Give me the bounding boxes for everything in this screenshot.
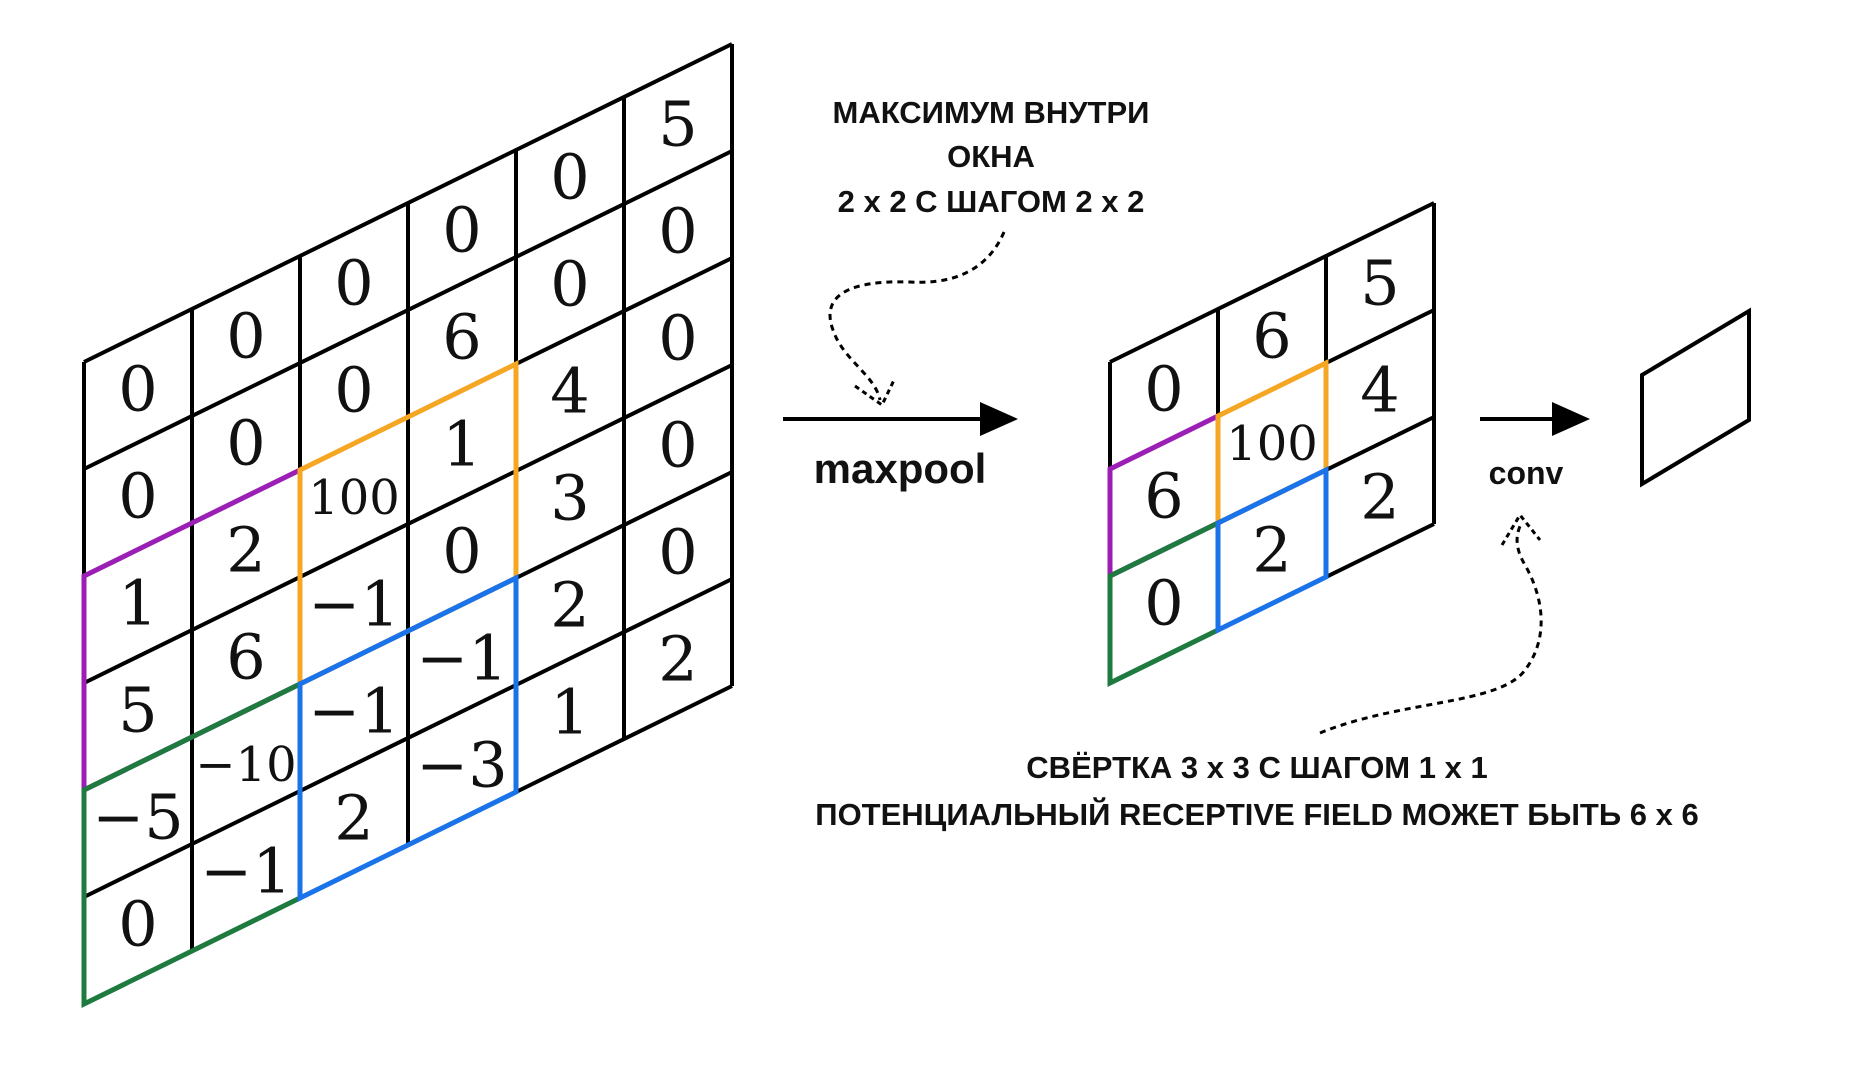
input-cell: 0 (658, 516, 697, 589)
input-cell: 6 (226, 621, 265, 694)
output-cell: 100 (1226, 416, 1318, 472)
output-cell: 6 (1252, 300, 1291, 373)
input-cell: 3 (550, 462, 589, 535)
maxpool-note-line-2: ОКНА (947, 139, 1035, 174)
conv-arrow-head (1552, 402, 1590, 436)
input-cell: 0 (658, 409, 697, 482)
input-cell: −10 (195, 737, 296, 793)
conv-note-line-2: ПОТЕНЦИАЛЬНЫЙ RECEPTIVE FIELD МОЖЕТ БЫТЬ… (815, 796, 1698, 832)
input-cell: 0 (118, 353, 157, 426)
input-cell: −3 (416, 729, 507, 802)
input-grid-hline (83, 149, 733, 471)
input-cell: 0 (658, 195, 697, 268)
input-grid-hline (83, 363, 733, 685)
input-cell: 2 (658, 623, 697, 696)
input-cell: 0 (658, 302, 697, 375)
pooled-blue (1215, 465, 1329, 635)
maxpool-note-line-1: МАКСИМУМ ВНУТРИ (833, 95, 1150, 130)
input-cell: −1 (308, 675, 399, 748)
input-cell: 6 (442, 301, 481, 374)
output-cell: 0 (1144, 567, 1183, 640)
pooled-feature-map-windows (1107, 358, 1329, 688)
input-cell: 1 (118, 567, 157, 640)
conv-note: СВЁРТКА 3 x 3 С ШАГОМ 1 x 1 ПОТЕНЦИАЛЬНЫ… (815, 750, 1698, 832)
output-cell: 2 (1360, 461, 1399, 534)
input-pooling-windows (81, 359, 519, 1009)
conv-note-pointer-head (1500, 512, 1542, 546)
output-cell: 2 (1252, 514, 1291, 587)
input-cell: −5 (92, 781, 183, 854)
maxpool-note: МАКСИМУМ ВНУТРИ ОКНА 2 x 2 С ШАГОМ 2 x 2 (833, 95, 1150, 219)
input-cell: 2 (550, 569, 589, 642)
input-cell: 5 (658, 88, 697, 161)
conv-label: conv (1489, 455, 1564, 491)
conv-note-line-1: СВЁРТКА 3 x 3 С ШАГОМ 1 x 1 (1026, 750, 1487, 785)
input-cell: 0 (118, 888, 157, 961)
input-cell: 5 (118, 674, 157, 747)
input-cell: 0 (550, 141, 589, 214)
input-cell: 2 (226, 514, 265, 587)
input-cell: −1 (416, 622, 507, 695)
input-cell: 1 (550, 676, 589, 749)
input-cell: 0 (442, 194, 481, 267)
input-cell: −1 (200, 835, 291, 908)
input-grid-hline (83, 42, 733, 364)
input-cell: 0 (226, 407, 265, 480)
output-cell: 6 (1144, 460, 1183, 533)
output-cell: 5 (1360, 247, 1399, 320)
input-feature-map-values: 0000050006001210014056−1030−5−10−1−1200−… (92, 88, 697, 961)
input-cell: 0 (334, 354, 373, 427)
output-cell: 0 (1144, 353, 1183, 426)
input-cell: 4 (550, 355, 589, 428)
conv-note-pointer (1319, 521, 1543, 735)
output-grid-hline (1109, 201, 1435, 364)
maxpool-note-pointer-head (854, 377, 897, 408)
input-cell: 2 (334, 782, 373, 855)
input-cell: 0 (226, 300, 265, 373)
input-cell: 0 (334, 247, 373, 320)
input-cell: 1 (442, 408, 481, 481)
output-cell: 4 (1360, 354, 1399, 427)
window-blue (297, 573, 519, 903)
input-cell: 0 (118, 460, 157, 533)
maxpool-note-pointer (828, 231, 1006, 401)
input-cell: 100 (308, 470, 400, 526)
conv-output-cell (1640, 307, 1751, 488)
input-feature-map (82, 42, 734, 1006)
input-cell: 0 (442, 515, 481, 588)
input-cell: −1 (308, 568, 399, 641)
input-cell: 0 (550, 248, 589, 321)
maxpool-note-line-3: 2 x 2 С ШАГОМ 2 x 2 (838, 184, 1145, 219)
input-grid-hline (83, 577, 733, 899)
maxpool-label: maxpool (814, 445, 987, 492)
maxpool-arrow-head (980, 402, 1018, 436)
